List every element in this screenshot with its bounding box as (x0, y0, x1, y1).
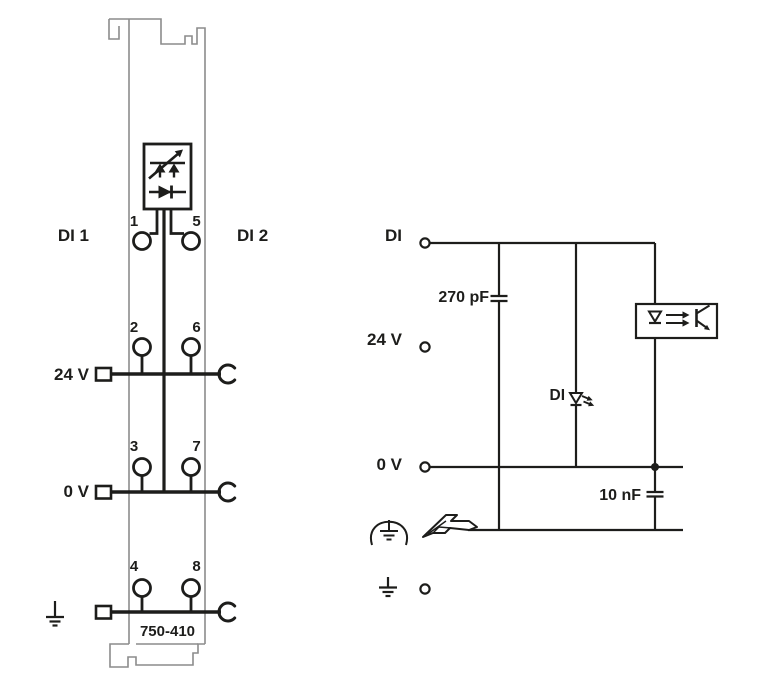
channel-label-di1: DI 1 (58, 226, 89, 245)
earth-ground-icon (379, 577, 397, 598)
wire-entry-icon (94, 484, 113, 500)
cage-clamp-icon (217, 481, 237, 503)
schematic-label-di: DI (385, 226, 402, 245)
capacitor-10nf-icon (646, 490, 664, 498)
led-indicator-box (142, 142, 193, 211)
capacitor-10nf-label: 10 nF (599, 487, 641, 504)
module-terminals (132, 231, 201, 598)
capacitor-270pf-icon (490, 294, 508, 303)
channel-label-di2: DI 2 (237, 226, 268, 245)
terminal-number-3: 3 (130, 438, 138, 455)
terminal-number-7: 7 (192, 438, 200, 455)
wire-entry-icon (94, 604, 113, 620)
status-leds-icon (148, 149, 185, 180)
module-internal-wiring (140, 209, 193, 612)
internal-schematic: DI 24 V 0 V 270 pF 10 nF DI (367, 226, 719, 598)
opto-led-icon (647, 310, 663, 325)
terminal-circle-5 (181, 231, 201, 251)
rail-label-24v: 24 V (54, 365, 90, 384)
cage-clamp-icon (217, 601, 237, 623)
v24-terminal-circle (419, 341, 431, 353)
junction-dot (651, 463, 659, 471)
diode-icon (149, 185, 186, 199)
schematic-wires (429, 241, 683, 532)
terminal-number-4: 4 (130, 558, 139, 575)
wire-entry-icon (94, 366, 113, 382)
terminal-circle-3 (132, 457, 152, 477)
functional-earth-icon (369, 520, 409, 546)
v0-terminal-circle (419, 461, 431, 473)
terminal-circle-8 (181, 578, 201, 598)
earth-terminal-circle (419, 583, 431, 595)
led-icon (568, 392, 595, 407)
terminal-number-5: 5 (192, 213, 200, 230)
light-emission-arrows-icon (581, 395, 595, 407)
module-housing-outline (108, 18, 206, 668)
light-coupling-arrows-icon (666, 311, 690, 327)
optocoupler-icon (634, 302, 719, 340)
module-rails (94, 363, 237, 623)
status-led-label: DI (550, 387, 566, 404)
terminal-number-1: 1 (130, 213, 138, 230)
earth-ground-icon (46, 601, 64, 627)
terminal-circle-2 (132, 337, 152, 357)
terminal-circle-4 (132, 578, 152, 598)
din-rail-icon (422, 514, 478, 538)
terminal-circle-6 (181, 337, 201, 357)
io-module: 1 5 2 6 3 7 4 8 DI 1 DI 2 24 V 0 V 750-4… (46, 18, 268, 668)
terminal-number-8: 8 (192, 558, 200, 575)
capacitor-270pf-label: 270 pF (438, 289, 489, 306)
di-terminal-circle (419, 237, 431, 249)
part-number: 750-410 (140, 623, 195, 640)
schematic-label-0v: 0 V (376, 455, 402, 474)
terminal-circle-1 (132, 231, 152, 251)
cage-clamp-icon (217, 363, 237, 385)
schematic-label-24v: 24 V (367, 330, 403, 349)
rail-label-0v: 0 V (63, 482, 89, 501)
phototransistor-icon (695, 304, 711, 331)
terminal-number-6: 6 (192, 319, 200, 336)
terminal-circle-7 (181, 457, 201, 477)
terminal-number-2: 2 (130, 319, 138, 336)
